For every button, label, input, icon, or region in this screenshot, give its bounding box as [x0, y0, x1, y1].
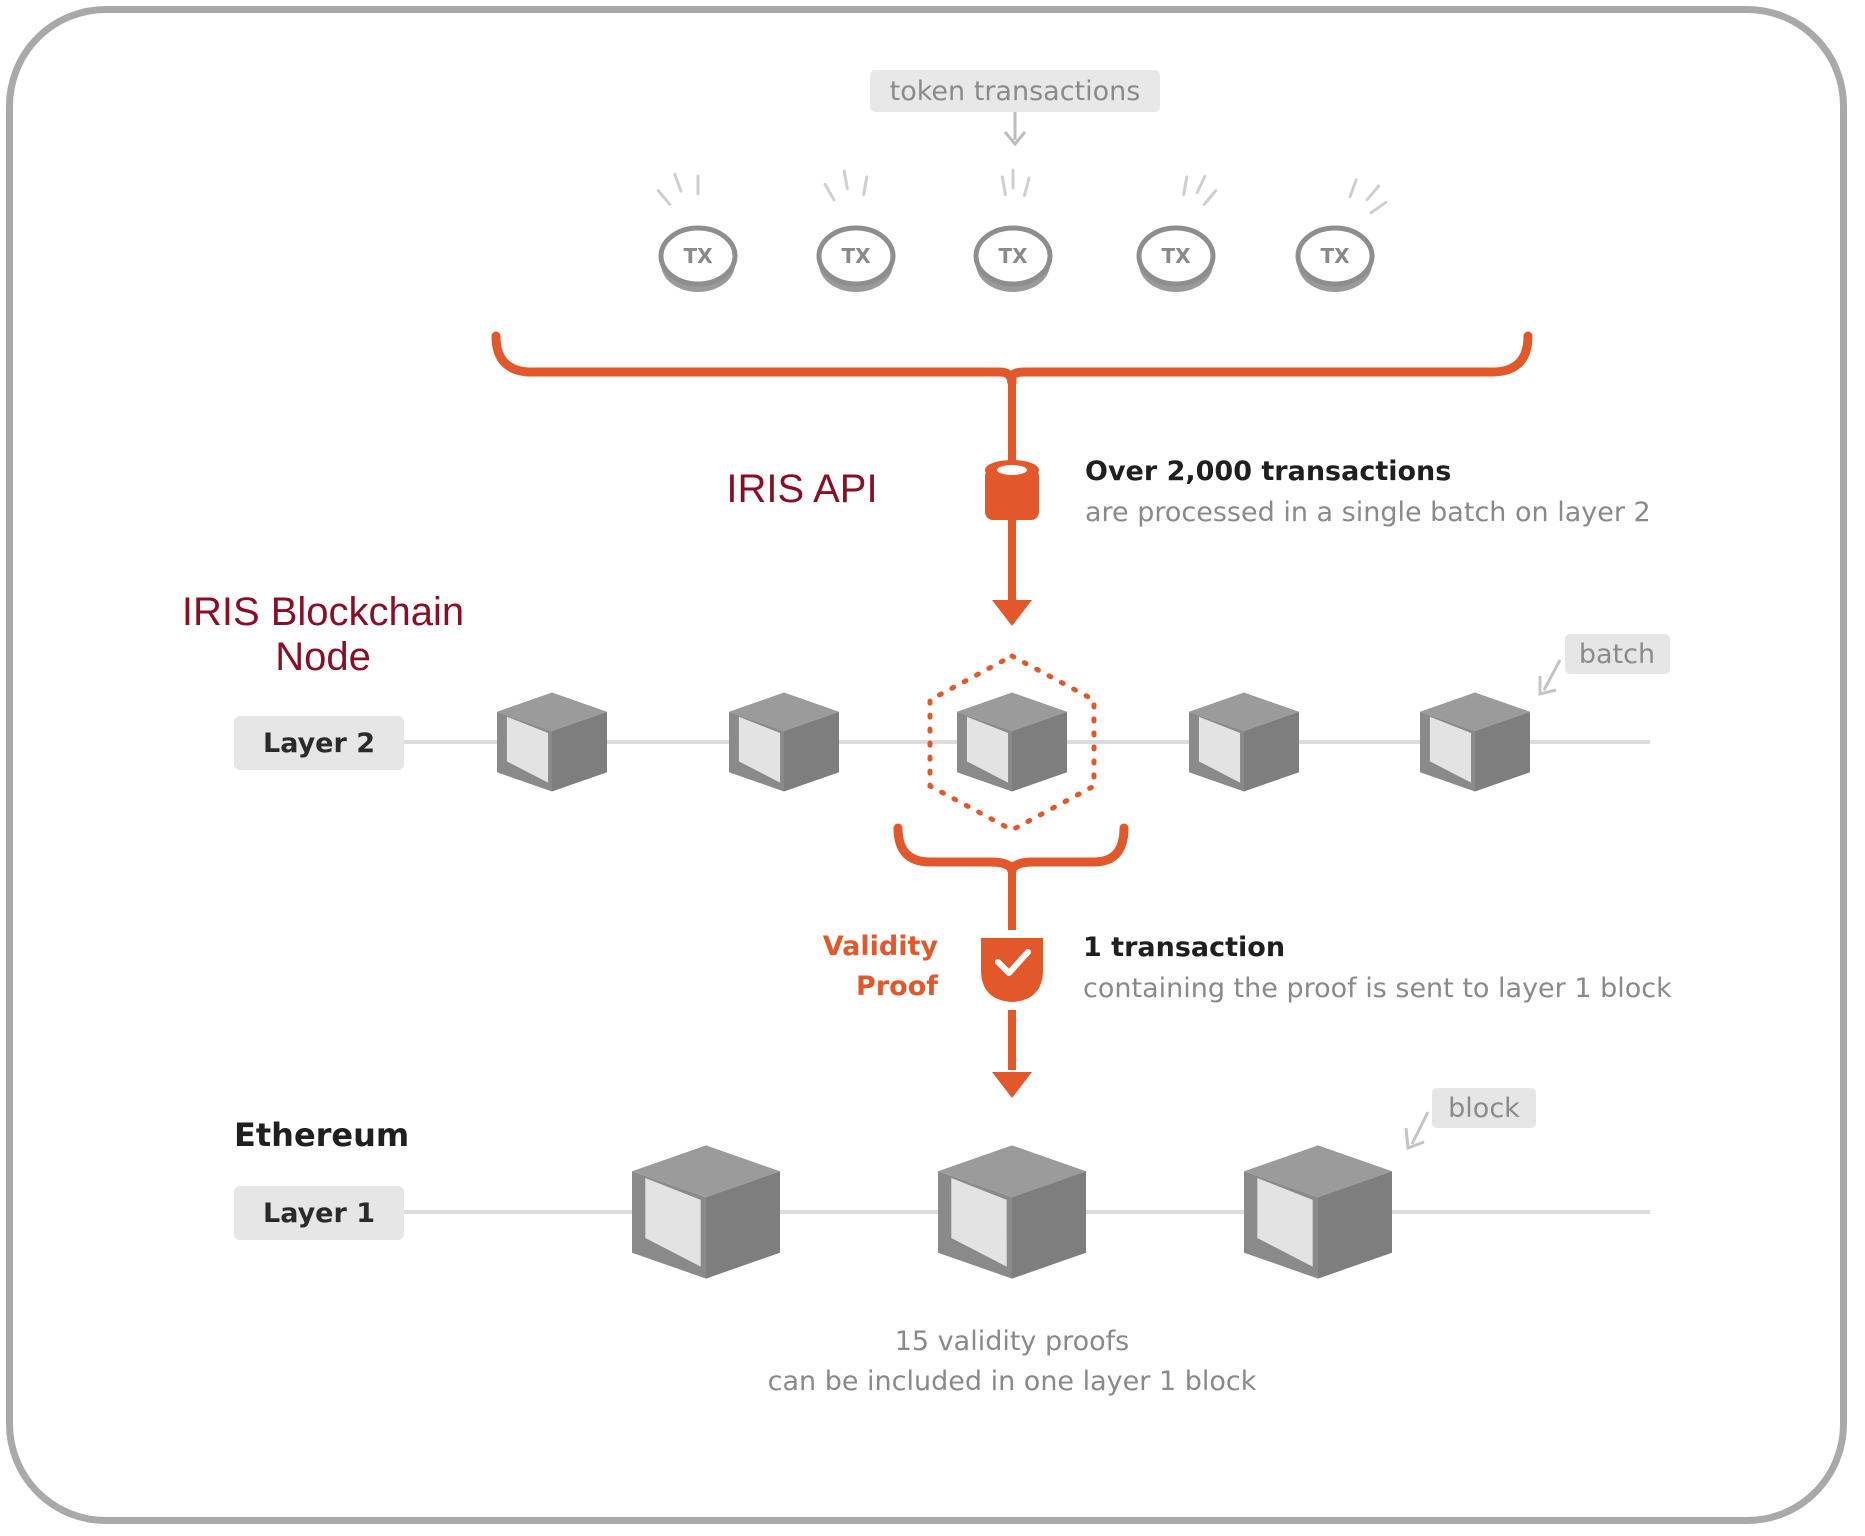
- tx-coin: TX: [973, 168, 1053, 292]
- tx-coin: TX: [1295, 178, 1388, 292]
- validity-proof-line1: Validity: [823, 931, 939, 962]
- coin-sparkle-icon: [656, 172, 700, 206]
- block-cube: [1244, 1145, 1392, 1279]
- tx-coins: TX TX TX TX TX: [656, 168, 1388, 292]
- down-arrow-icon: [992, 1072, 1032, 1098]
- tx-coin-label: TX: [1161, 244, 1191, 268]
- tx-coin: TX: [816, 169, 896, 292]
- block-cube: [497, 692, 607, 792]
- tx-coin: TX: [656, 172, 738, 292]
- batch-subtext: are processed in a single batch on layer…: [1085, 497, 1651, 528]
- coin-sparkle-icon: [1000, 168, 1031, 197]
- footer-line2: can be included in one layer 1 block: [768, 1366, 1257, 1397]
- tx-coin-label: TX: [683, 244, 713, 268]
- tx-coin-label: TX: [998, 244, 1028, 268]
- batch-heading: Over 2,000 transactions: [1085, 456, 1451, 487]
- block-cube: [632, 1145, 780, 1279]
- layer2-tag: Layer 2: [234, 716, 404, 770]
- block-label: block: [1448, 1093, 1520, 1124]
- proof-subtext: containing the proof is sent to layer 1 …: [1083, 973, 1672, 1004]
- token-down-arrow: [1003, 112, 1027, 147]
- batch-pointer-arrow: [1538, 659, 1562, 696]
- token-transactions-tag: token transactions: [870, 70, 1160, 112]
- database-icon: [985, 460, 1039, 520]
- layer1-label: Layer 1: [263, 1198, 375, 1229]
- layer2-blocks: [497, 692, 1530, 792]
- coin-sparkle-icon: [1182, 174, 1218, 206]
- block-tag: block: [1432, 1088, 1536, 1128]
- shield-check-icon: [981, 938, 1043, 1002]
- layer2-label: Layer 2: [263, 728, 375, 759]
- iris-node-label-line1: IRIS Blockchain: [182, 590, 464, 634]
- batch-tag: batch: [1565, 634, 1670, 674]
- iris-node-label-line2: Node: [275, 635, 371, 679]
- tx-coin: TX: [1136, 174, 1218, 292]
- block-cube: [957, 692, 1067, 792]
- footer-line1: 15 validity proofs: [895, 1326, 1130, 1357]
- block-cube: [729, 692, 839, 792]
- block-cube: [1420, 692, 1530, 792]
- validity-proof-line2: Proof: [856, 971, 938, 1002]
- block-pointer-arrow: [1404, 1111, 1430, 1151]
- token-transactions-label: token transactions: [890, 76, 1141, 107]
- block-cube: [1189, 692, 1299, 792]
- tx-coin-label: TX: [1320, 244, 1350, 268]
- ethereum-label: Ethereum: [234, 1116, 409, 1154]
- coin-sparkle-icon: [1348, 178, 1388, 215]
- layer1-blocks: [632, 1145, 1392, 1279]
- tx-coin-label: TX: [841, 244, 871, 268]
- block-cube: [938, 1145, 1086, 1279]
- iris-api-label: IRIS API: [726, 467, 877, 511]
- layer1-tag: Layer 1: [234, 1186, 404, 1240]
- down-arrow-icon: [992, 600, 1032, 626]
- coin-sparkle-icon: [823, 169, 869, 202]
- proof-heading: 1 transaction: [1083, 932, 1285, 963]
- selected-batch-hexagon: [927, 653, 1097, 833]
- batch-label: batch: [1579, 639, 1655, 670]
